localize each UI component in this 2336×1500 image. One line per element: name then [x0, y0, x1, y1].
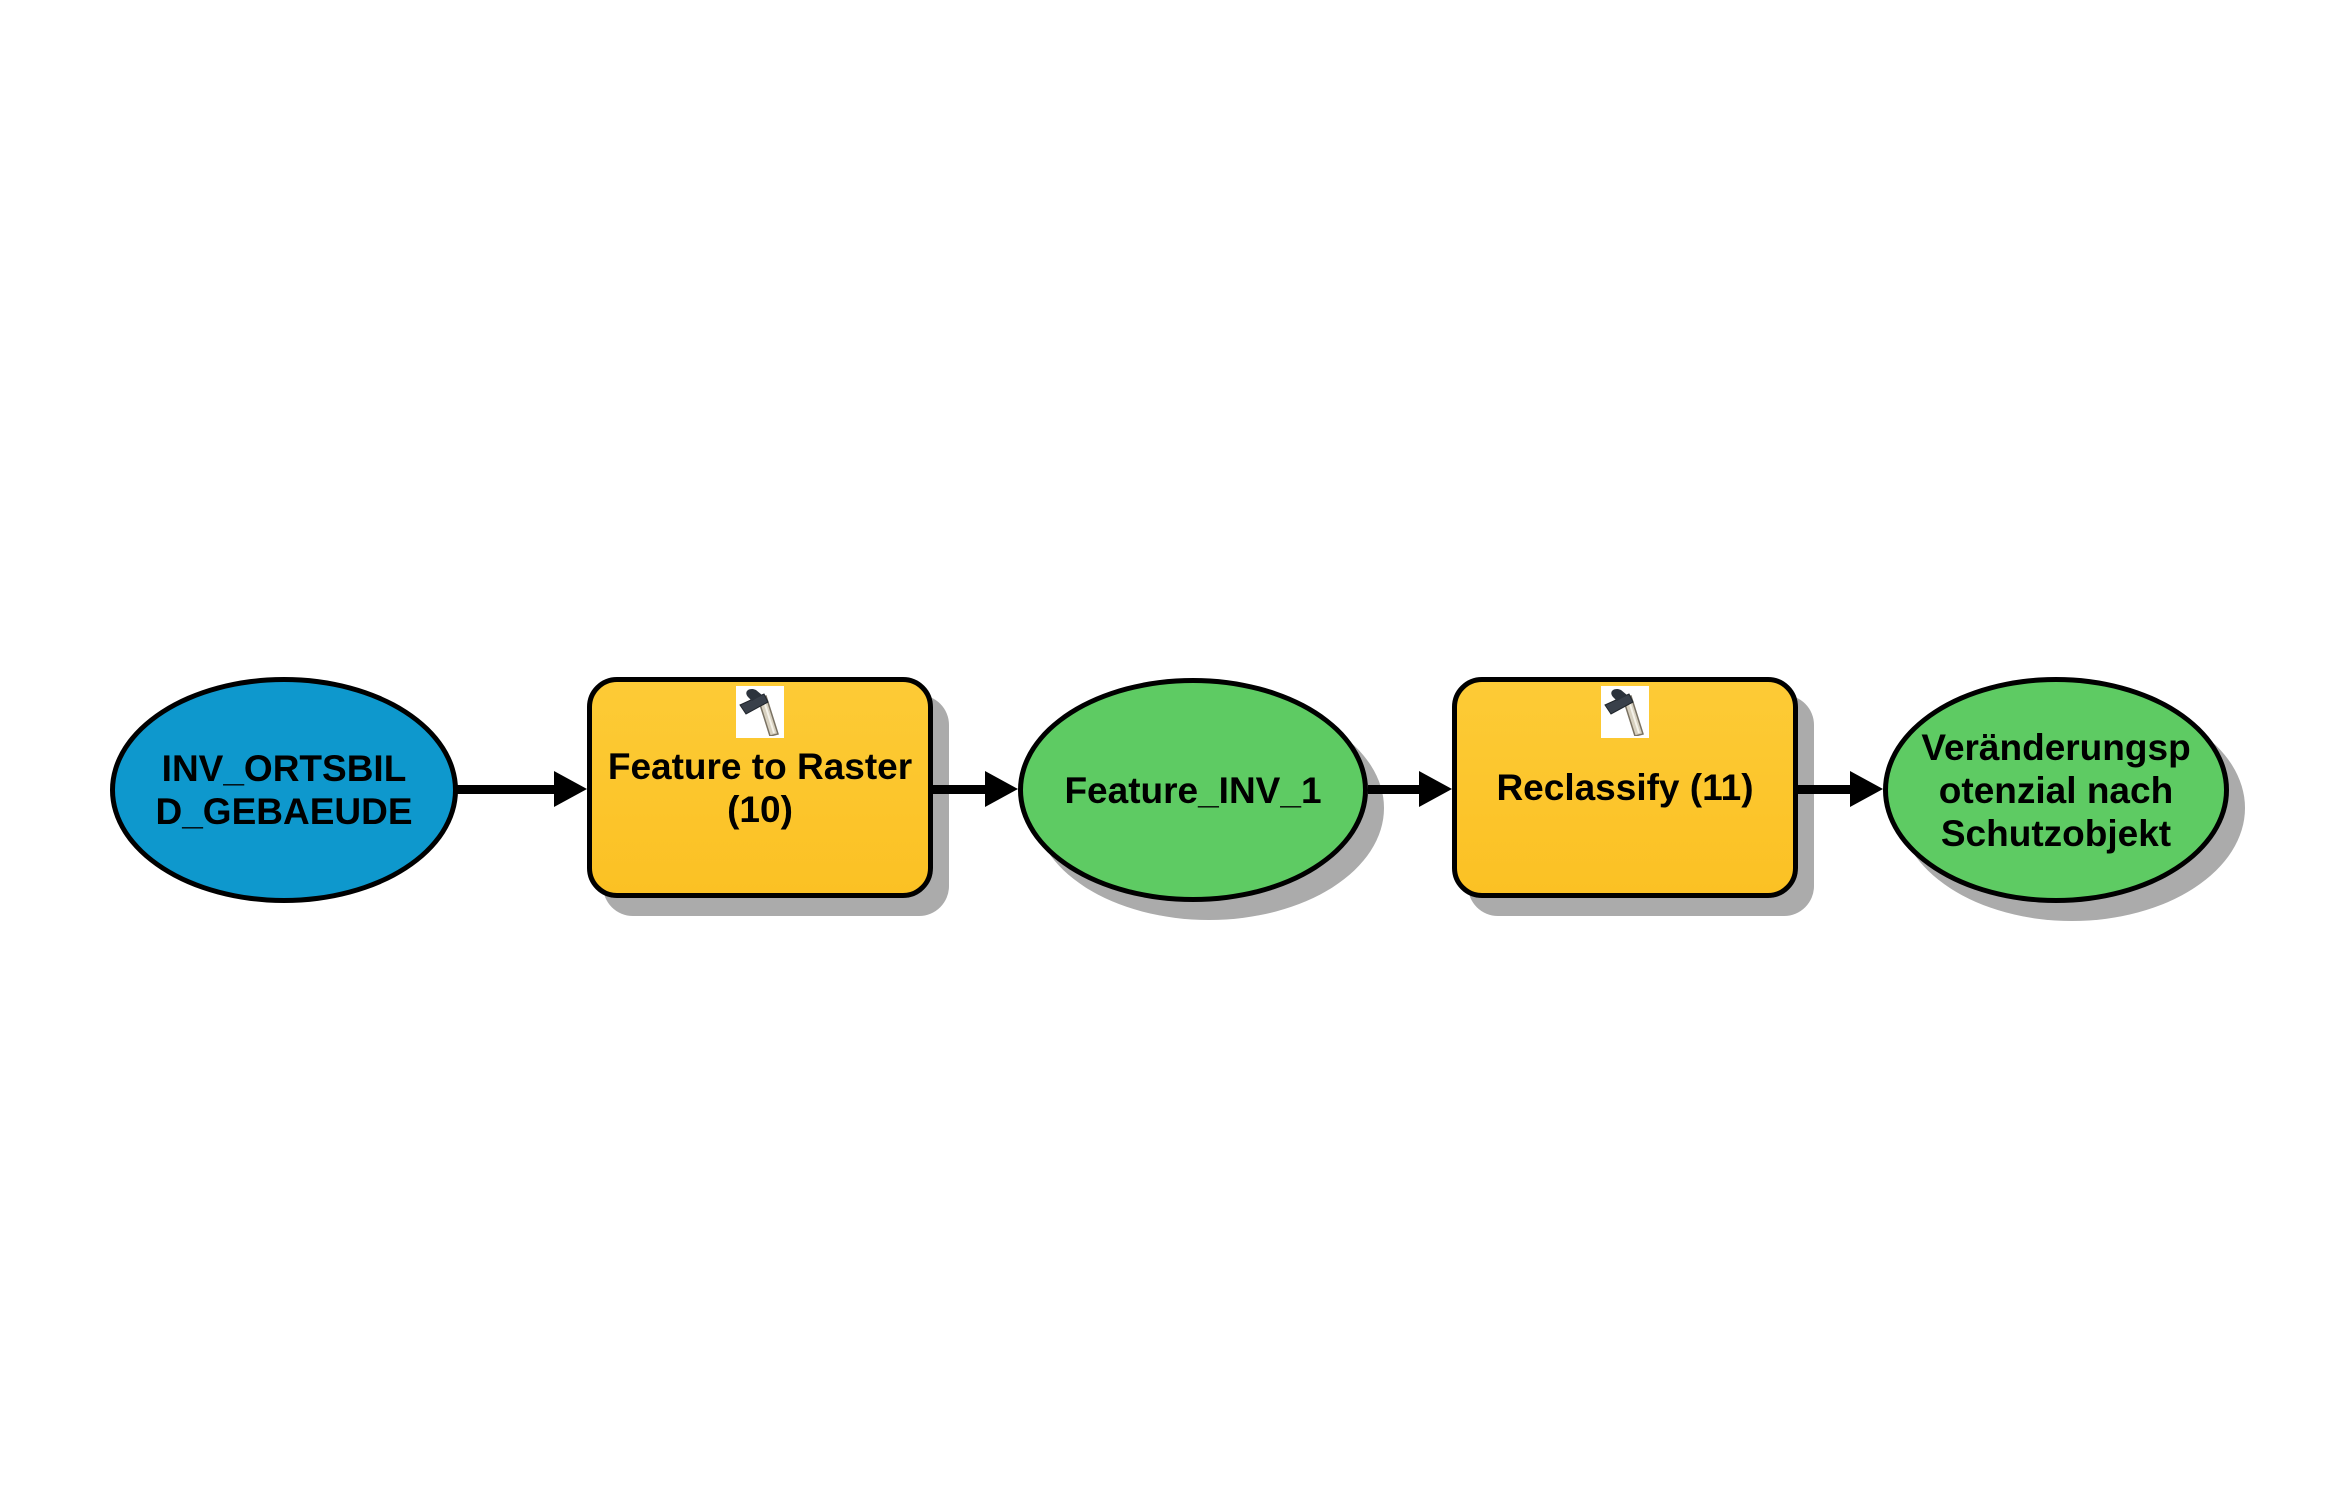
connector-line: [1368, 784, 1419, 794]
hammer-icon: [1601, 686, 1649, 738]
connector-arrow[interactable]: [1368, 771, 1452, 807]
arrowhead-icon: [1850, 771, 1883, 807]
node-label-line: (10): [727, 788, 793, 830]
node-label: Feature to Raster (10): [608, 745, 912, 831]
connector-line: [933, 784, 985, 794]
feature-to-raster-tool-node[interactable]: Feature to Raster (10): [587, 677, 933, 898]
node-label-line: Reclassify (11): [1496, 767, 1754, 808]
connector-arrow[interactable]: [1798, 771, 1883, 807]
arrowhead-icon: [1419, 771, 1452, 807]
node-label-line: Veränderungsp: [1921, 726, 2191, 768]
output-data-node[interactable]: Veränderungsp otenzial nach Schutzobjekt: [1883, 677, 2229, 903]
node-label: Reclassify (11): [1496, 766, 1753, 809]
input-data-node[interactable]: INV_ORTSBIL D_GEBAEUDE: [110, 677, 458, 903]
derived-data-node-feature-inv-1[interactable]: Feature_INV_1: [1018, 678, 1368, 902]
connector-line: [1798, 784, 1850, 794]
node-label-line: Feature to Raster: [607, 745, 913, 787]
reclassify-tool-node[interactable]: Reclassify (11): [1452, 677, 1798, 898]
node-label-line: otenzial nach: [1938, 769, 2174, 811]
connector-arrow[interactable]: [933, 771, 1018, 807]
connector-arrow[interactable]: [457, 771, 587, 807]
node-label-line: D_GEBAEUDE: [155, 791, 413, 832]
arrowhead-icon: [985, 771, 1018, 807]
arrowhead-icon: [554, 771, 587, 807]
node-label-line: Schutzobjekt: [1940, 812, 2172, 854]
hammer-icon: [736, 686, 784, 738]
node-label-line: INV_ORTSBIL: [161, 748, 407, 789]
node-label: INV_ORTSBIL D_GEBAEUDE: [156, 747, 413, 833]
connector-line: [457, 784, 554, 794]
node-label: Veränderungsp otenzial nach Schutzobjekt: [1921, 726, 2190, 855]
node-label-line: Feature_INV_1: [1064, 769, 1322, 811]
node-label: Feature_INV_1: [1064, 769, 1321, 812]
